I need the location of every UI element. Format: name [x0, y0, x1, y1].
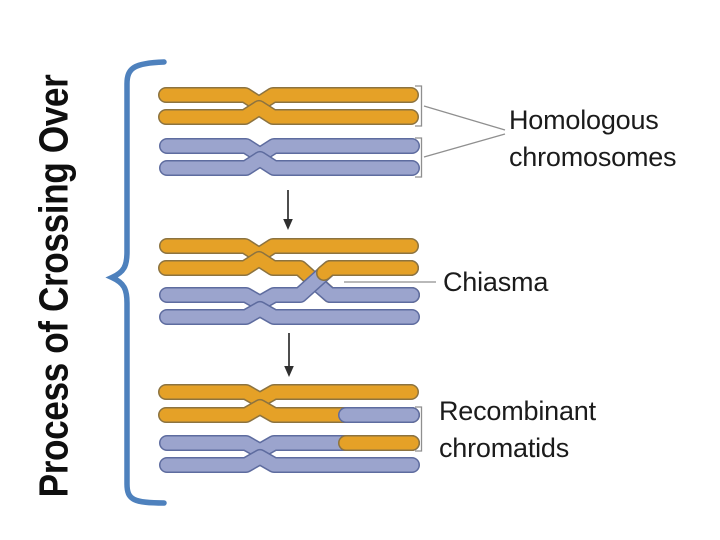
arrow-head-icon [283, 219, 293, 230]
chromosome-stages [158, 87, 420, 473]
label-line: Homologous [509, 105, 659, 135]
label-line: Chiasma [443, 267, 549, 297]
s1-blue-chromatid-bottom [160, 152, 419, 175]
label-line: chromatids [439, 433, 570, 463]
label-line: Recombinant [439, 396, 596, 426]
bracket-recombinant-chromatids [415, 406, 423, 452]
s1-orange-chromatid-bottom [159, 101, 418, 124]
curly-brace [105, 59, 167, 506]
bracket-blue-chromosome [415, 137, 423, 178]
arrow-stage2-to-stage3 [284, 333, 294, 377]
label-homologous-chromosomes: Homologous chromosomes [509, 102, 677, 176]
pointer-line-lower [423, 133, 506, 158]
arrow-stage1-to-stage2 [283, 190, 293, 230]
s2-blue-chromatid-bottom [160, 302, 419, 324]
arrow-head-icon [284, 366, 294, 377]
s3-blue-chromatid-bottom [160, 450, 419, 472]
s2-crossing-chromatid-up-tip [317, 261, 418, 280]
bracket-orange-chromosome [415, 85, 423, 127]
label-chiasma: Chiasma [443, 264, 548, 301]
pointer-line-upper [423, 105, 506, 131]
s3-recombinant-chromatid-1 [159, 400, 419, 422]
diagram-title: Process of Crossing Over [30, 74, 77, 498]
label-recombinant-chromatids: Recombinant chromatids [439, 393, 596, 467]
label-line: chromosomes [509, 142, 677, 172]
